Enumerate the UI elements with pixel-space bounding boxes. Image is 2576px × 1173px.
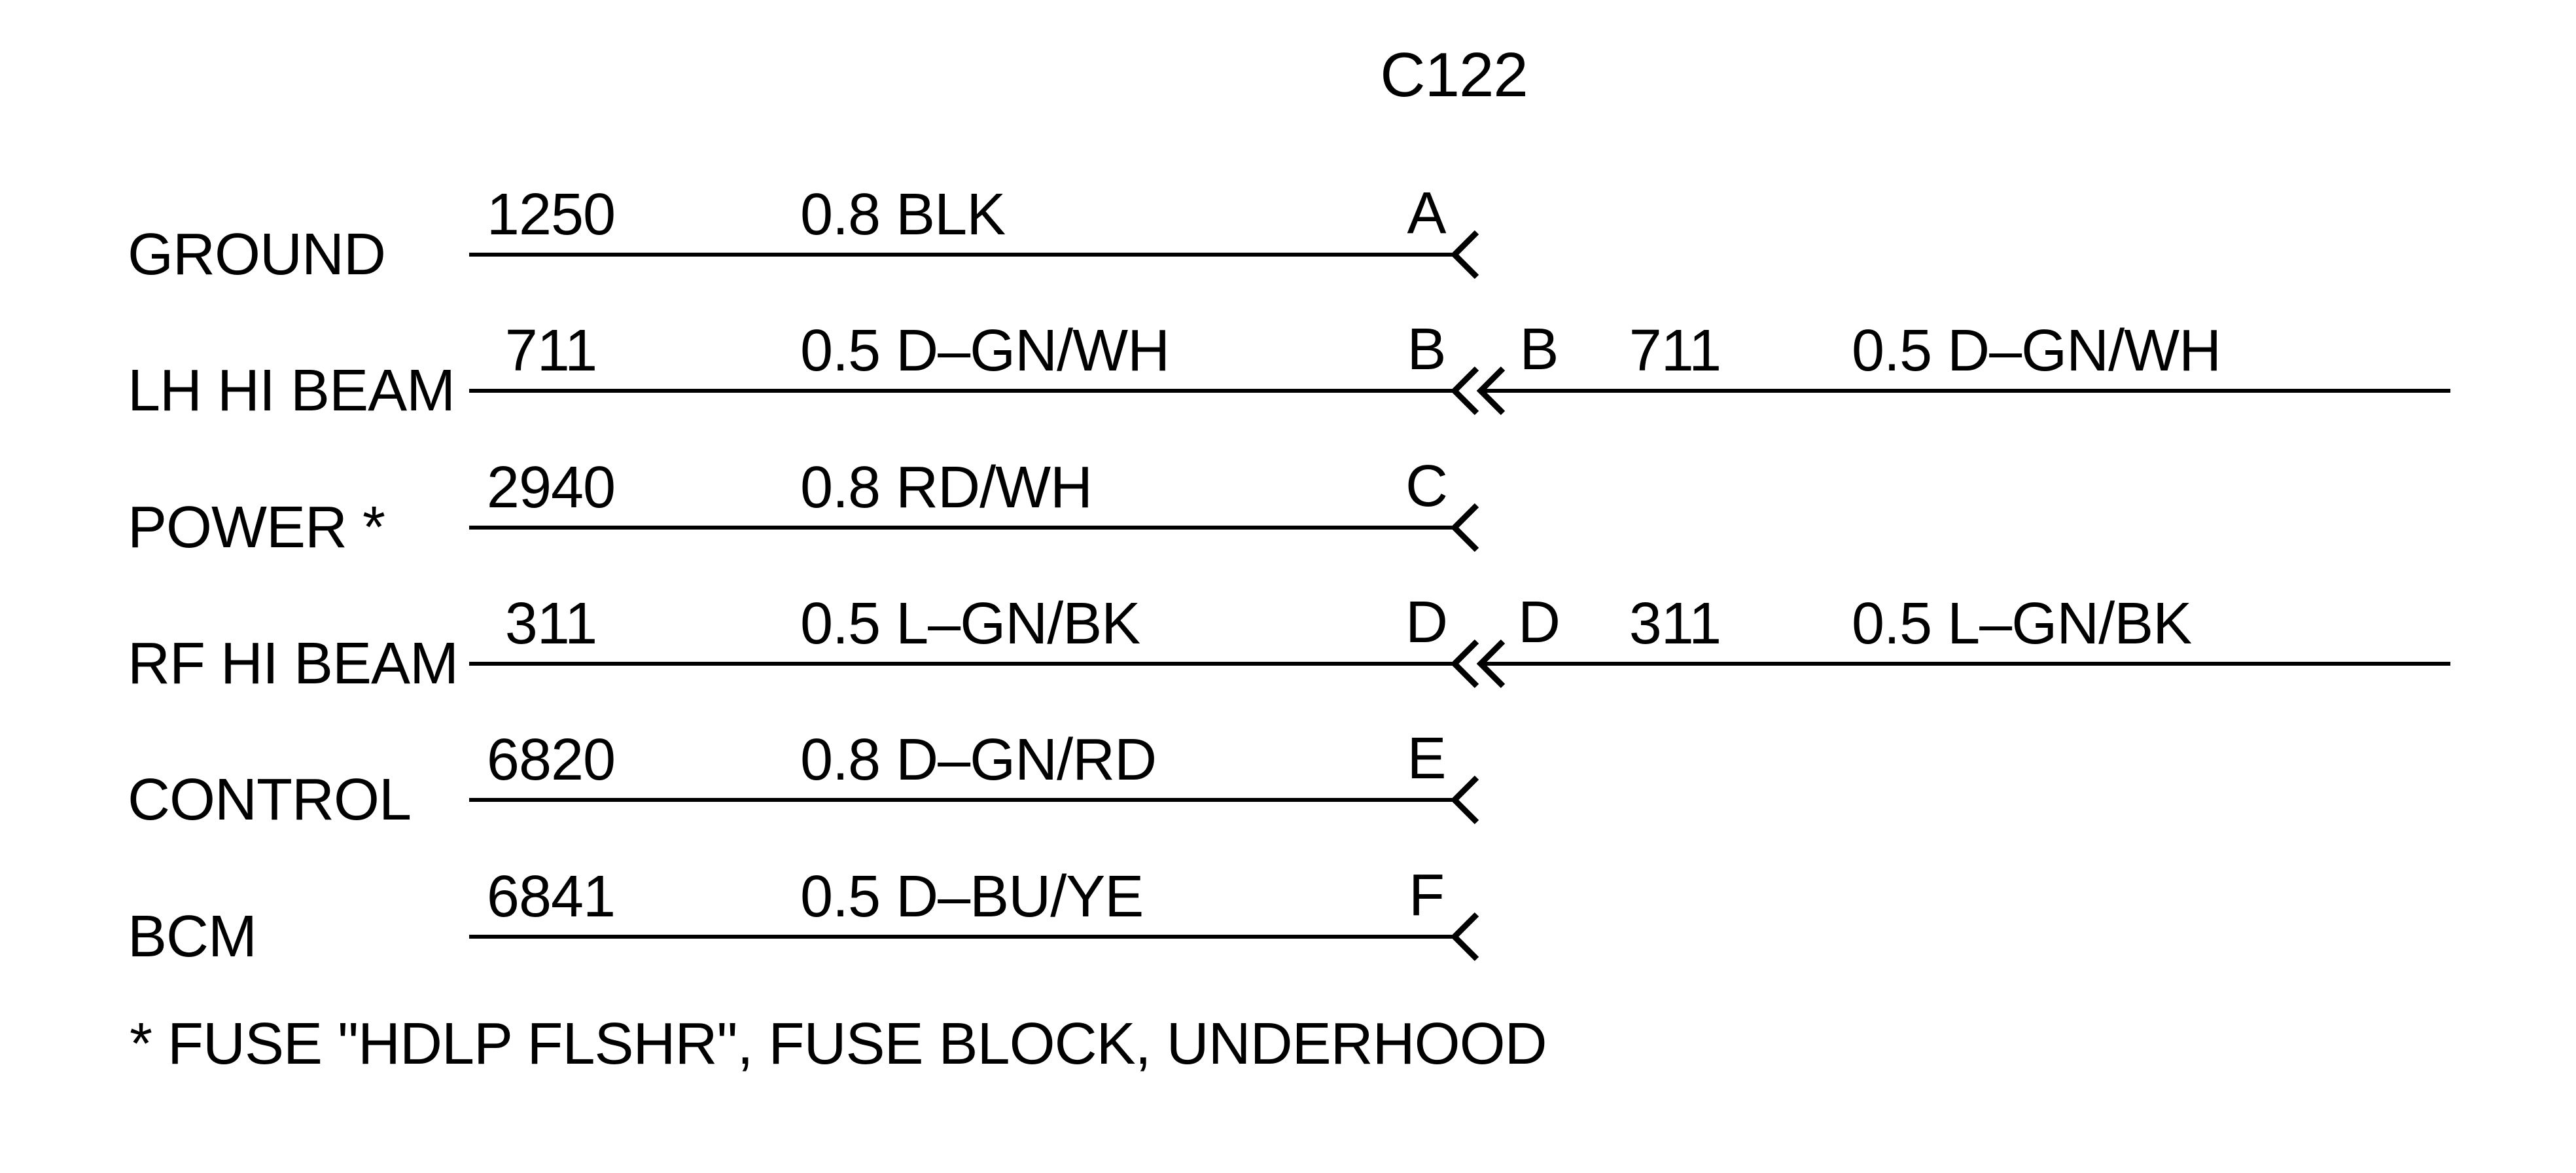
connector-row-a: GROUND 1250 0.8 BLK A: [128, 181, 1479, 287]
pin-letter: A: [1407, 181, 1446, 246]
wire-color-label: 0.8 D–GN/RD: [800, 727, 1156, 793]
row-label: POWER *: [128, 495, 385, 560]
connector-chevron-icon: [1450, 775, 1479, 825]
connector-title: C122: [1380, 40, 1528, 110]
connector-chevron-icon: [1450, 503, 1479, 552]
circuit-number: 6841: [487, 864, 615, 929]
wire-color-label: 0.5 L–GN/BK: [800, 591, 1140, 657]
circuit-number: 6820: [487, 727, 615, 793]
circuit-number-right: 311: [1629, 591, 1721, 657]
circuit-number: 1250: [487, 182, 615, 247]
pin-letter: C: [1405, 454, 1447, 519]
row-label: BCM: [128, 904, 256, 969]
circuit-number: 711: [505, 318, 597, 384]
circuit-number-right: 711: [1629, 318, 1721, 384]
wire-color-label: 0.5 D–GN/WH: [800, 318, 1169, 384]
row-label: CONTROL: [128, 767, 411, 833]
pin-letter: E: [1407, 726, 1445, 791]
connector-chevron-icon: [1450, 230, 1479, 280]
row-label: RF HI BEAM: [128, 631, 458, 696]
connector-row-b: LH HI BEAM 711 0.5 D–GN/WH B B 711 0.5 D…: [128, 317, 2450, 424]
circuit-number: 2940: [487, 455, 615, 520]
wire-color-label: 0.5 D–BU/YE: [800, 864, 1143, 929]
connector-row-d: RF HI BEAM 311 0.5 L–GN/BK D D 311 0.5 L…: [128, 590, 2450, 696]
row-label: LH HI BEAM: [128, 358, 455, 424]
connector-chevron-icon: [1450, 639, 1479, 689]
connector-row-c: POWER * 2940 0.8 RD/WH C: [128, 454, 1479, 560]
fuse-footnote: * FUSE "HDLP FLSHR", FUSE BLOCK, UNDERHO…: [130, 1011, 1547, 1077]
circuit-number: 311: [505, 591, 597, 657]
pin-letter: B: [1407, 317, 1445, 382]
row-label: GROUND: [128, 222, 385, 287]
pin-letter-right: B: [1519, 317, 1558, 382]
connector-chevron-icon: [1450, 912, 1479, 962]
connector-row-e: CONTROL 6820 0.8 D–GN/RD E: [128, 726, 1479, 833]
pin-letter-right: D: [1518, 590, 1560, 655]
wire-color-label: 0.8 BLK: [800, 182, 1006, 247]
connector-row-f: BCM 6841 0.5 D–BU/YE F: [128, 863, 1479, 969]
wire-color-label-right: 0.5 D–GN/WH: [1852, 318, 2221, 384]
pin-letter: F: [1409, 863, 1444, 928]
wire-color-label-right: 0.5 L–GN/BK: [1852, 591, 2192, 657]
pin-letter: D: [1405, 590, 1447, 655]
wire-color-label: 0.8 RD/WH: [800, 455, 1092, 520]
connector-chevron-icon: [1450, 366, 1479, 416]
